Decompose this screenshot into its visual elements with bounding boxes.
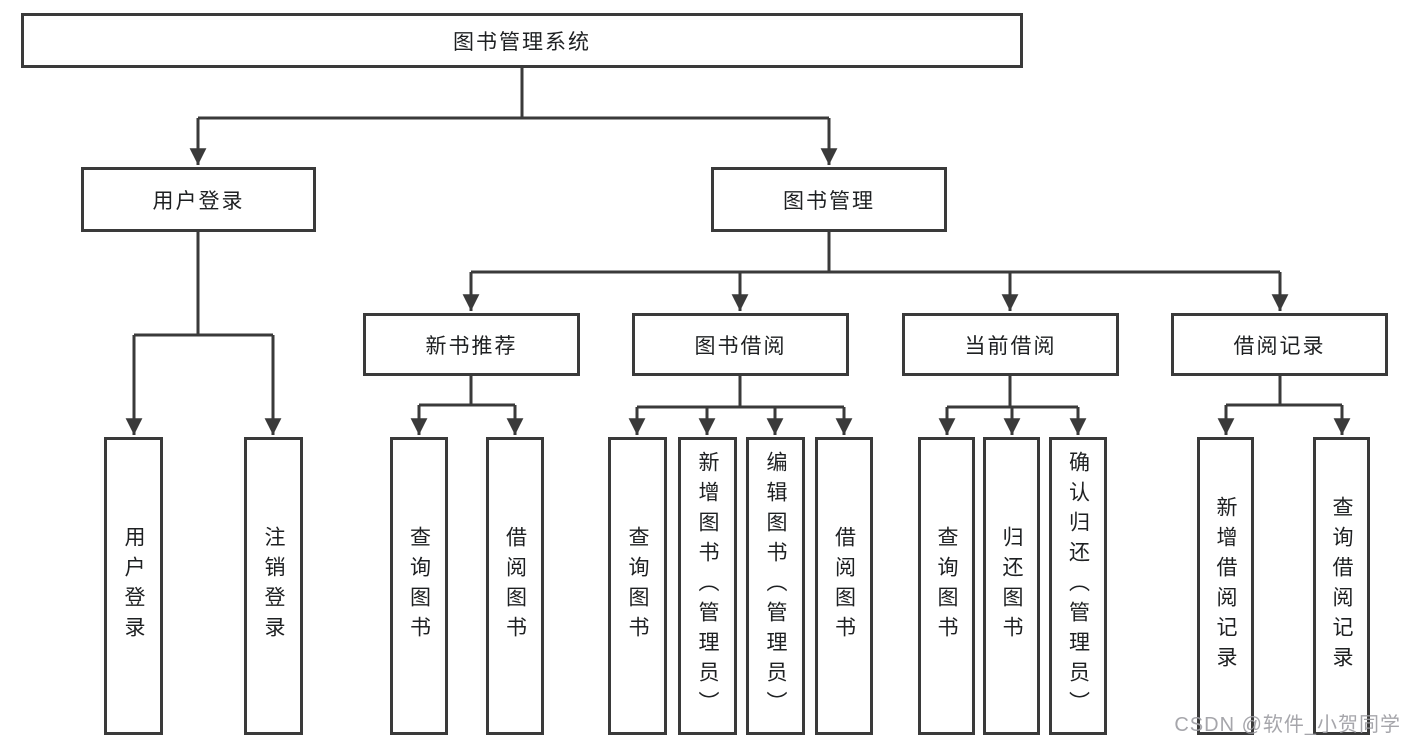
node-label: 确认归还（管理员） xyxy=(1066,451,1090,721)
node-leaf-logout: 注销登录 xyxy=(244,437,303,735)
watermark-text: CSDN @软件_小贺同学 xyxy=(1174,714,1401,736)
node-label: 新增借阅记录 xyxy=(1214,496,1237,676)
node-label: 注销登录 xyxy=(262,526,285,646)
node-leaf-query-book-1: 查询图书 xyxy=(390,437,448,735)
node-leaf-user-login: 用户登录 xyxy=(104,437,163,735)
node-label: 借阅图书 xyxy=(503,526,527,646)
node-label: 查询图书 xyxy=(407,526,431,646)
connector-current-borrow xyxy=(938,376,1087,435)
node-leaf-query-borrow-record: 查询借阅记录 xyxy=(1313,437,1370,735)
node-label: 借阅图书 xyxy=(832,526,856,646)
node-label: 查询借阅记录 xyxy=(1330,496,1353,676)
node-label: 当前借阅 xyxy=(964,334,1057,358)
node-current-borrow: 当前借阅 xyxy=(902,313,1119,376)
node-label: 图书管理 xyxy=(783,189,875,213)
node-leaf-return-book: 归还图书 xyxy=(983,437,1040,735)
node-book-management: 图书管理 xyxy=(711,167,947,232)
node-leaf-add-borrow-record: 新增借阅记录 xyxy=(1197,437,1254,735)
node-label: 新增图书（管理员） xyxy=(696,451,719,721)
node-leaf-borrow-book-2: 借阅图书 xyxy=(815,437,873,735)
node-label: 图书借阅 xyxy=(694,334,787,358)
node-label: 借阅记录 xyxy=(1233,334,1326,358)
node-label: 编辑图书（管理员） xyxy=(764,451,787,721)
node-leaf-add-book-admin: 新增图书（管理员） xyxy=(678,437,737,735)
node-label: 新书推荐 xyxy=(425,334,518,358)
node-leaf-query-book-2: 查询图书 xyxy=(608,437,667,735)
node-book-borrow: 图书借阅 xyxy=(632,313,849,376)
connector-user-login xyxy=(125,232,282,435)
node-root: 图书管理系统 xyxy=(21,13,1023,68)
node-label: 查询图书 xyxy=(935,526,958,646)
node-user-login: 用户登录 xyxy=(81,167,316,232)
node-borrow-records: 借阅记录 xyxy=(1171,313,1388,376)
node-leaf-borrow-book-1: 借阅图书 xyxy=(486,437,544,735)
node-label: 用户登录 xyxy=(122,526,145,646)
connector-book-borrow xyxy=(628,376,853,435)
connector-root xyxy=(189,68,838,165)
node-leaf-query-book-3: 查询图书 xyxy=(918,437,975,735)
connector-book-management xyxy=(462,232,1289,311)
node-leaf-edit-book-admin: 编辑图书（管理员） xyxy=(746,437,805,735)
node-new-book-recommend: 新书推荐 xyxy=(363,313,580,376)
connector-borrow-records xyxy=(1217,376,1351,435)
node-label: 图书管理系统 xyxy=(453,30,591,54)
node-label: 查询图书 xyxy=(626,526,649,646)
node-leaf-confirm-return-admin: 确认归还（管理员） xyxy=(1049,437,1107,735)
connector-new-book-recommend xyxy=(410,376,524,435)
node-label: 用户登录 xyxy=(152,189,245,213)
node-label: 归还图书 xyxy=(1000,526,1023,646)
